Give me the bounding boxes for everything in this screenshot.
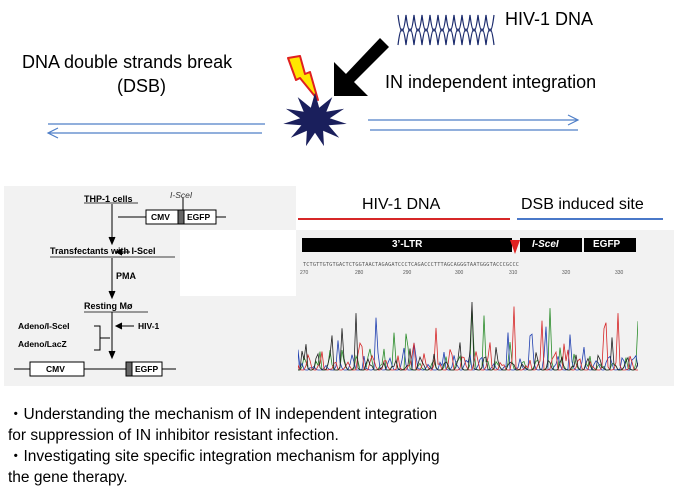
isce1-label: I-SceI <box>170 190 193 200</box>
hiv1-label: HIV-1 <box>138 321 160 331</box>
bullet-1: ・Understanding the mechanism of IN indep… <box>8 406 438 423</box>
experimental-scheme <box>14 198 226 377</box>
cut-site-marker-icon <box>510 240 520 254</box>
insertion-arrow-icon <box>334 38 389 96</box>
isce-bar <box>520 238 582 252</box>
thp1-cells-label: THP-1 cells <box>84 194 133 204</box>
transfectants-label: Transfectants with I-SceI <box>50 246 156 256</box>
dsb-star-icon <box>283 92 347 147</box>
egfp-seq-label: EGFP <box>593 239 621 250</box>
ltr-label: 3’-LTR <box>392 239 423 250</box>
right-dna-strands <box>368 114 580 131</box>
legend-dsb-line <box>517 218 663 220</box>
legend-hiv-line <box>298 218 510 220</box>
in-independent-label: IN independent integration <box>385 72 597 92</box>
cmv-label-2: CMV <box>46 364 65 374</box>
summary-bullets: ・Understanding the mechanism of IN indep… <box>8 404 668 488</box>
resting-mo-label: Resting Mø <box>84 301 133 311</box>
egfp-label-2: EGFP <box>135 364 159 374</box>
chromatogram-trace-line <box>298 301 638 371</box>
sequence-ticks: 270 280 290 300 310 320 330 <box>300 270 624 276</box>
chromatogram-trace-line <box>298 317 638 371</box>
legend-dsb-label: DSB induced site <box>521 196 644 213</box>
top-diagram <box>46 14 580 147</box>
egfp-bar <box>584 238 636 252</box>
cmv-label: CMV <box>151 212 170 222</box>
egfp-box-2 <box>131 361 163 377</box>
chromatogram-trace <box>298 301 638 371</box>
ltr-bar <box>302 238 512 252</box>
bullet-2-cont: the gene therapy. <box>8 469 128 486</box>
hiv-dna-helix-icon <box>397 14 495 46</box>
left-dna-strands <box>46 123 265 139</box>
dsb-label-line2: (DSB) <box>117 76 166 96</box>
adeno-lacz-label: Adeno/LacZ <box>18 339 67 349</box>
pma-label: PMA <box>116 271 136 281</box>
sequence-letters: TCTGTTGTGTGACTCTGGTAACTAGAGATCCCTCAGACCC… <box>303 262 520 268</box>
chromatogram-trace-line <box>298 306 638 371</box>
egfp-box <box>183 209 217 225</box>
bullet-1-cont: for suppression of IN inhibitor resistan… <box>8 427 339 444</box>
lightning-bolt-icon <box>287 55 319 101</box>
egfp-label: EGFP <box>187 212 211 222</box>
cmv-box-2 <box>29 361 85 377</box>
bullet-2: ・Investigating site specific integration… <box>8 448 440 465</box>
hiv-dna-label: HIV-1 DNA <box>505 9 594 29</box>
isce-seq-label: I-SceI <box>532 239 559 250</box>
legend-hiv-label: HIV-1 DNA <box>362 196 441 213</box>
scheme-blank-area <box>180 230 296 296</box>
dsb-label-line1: DNA double strands break <box>22 52 233 72</box>
adeno-isce1-label: Adeno/I-SceI <box>18 321 70 331</box>
